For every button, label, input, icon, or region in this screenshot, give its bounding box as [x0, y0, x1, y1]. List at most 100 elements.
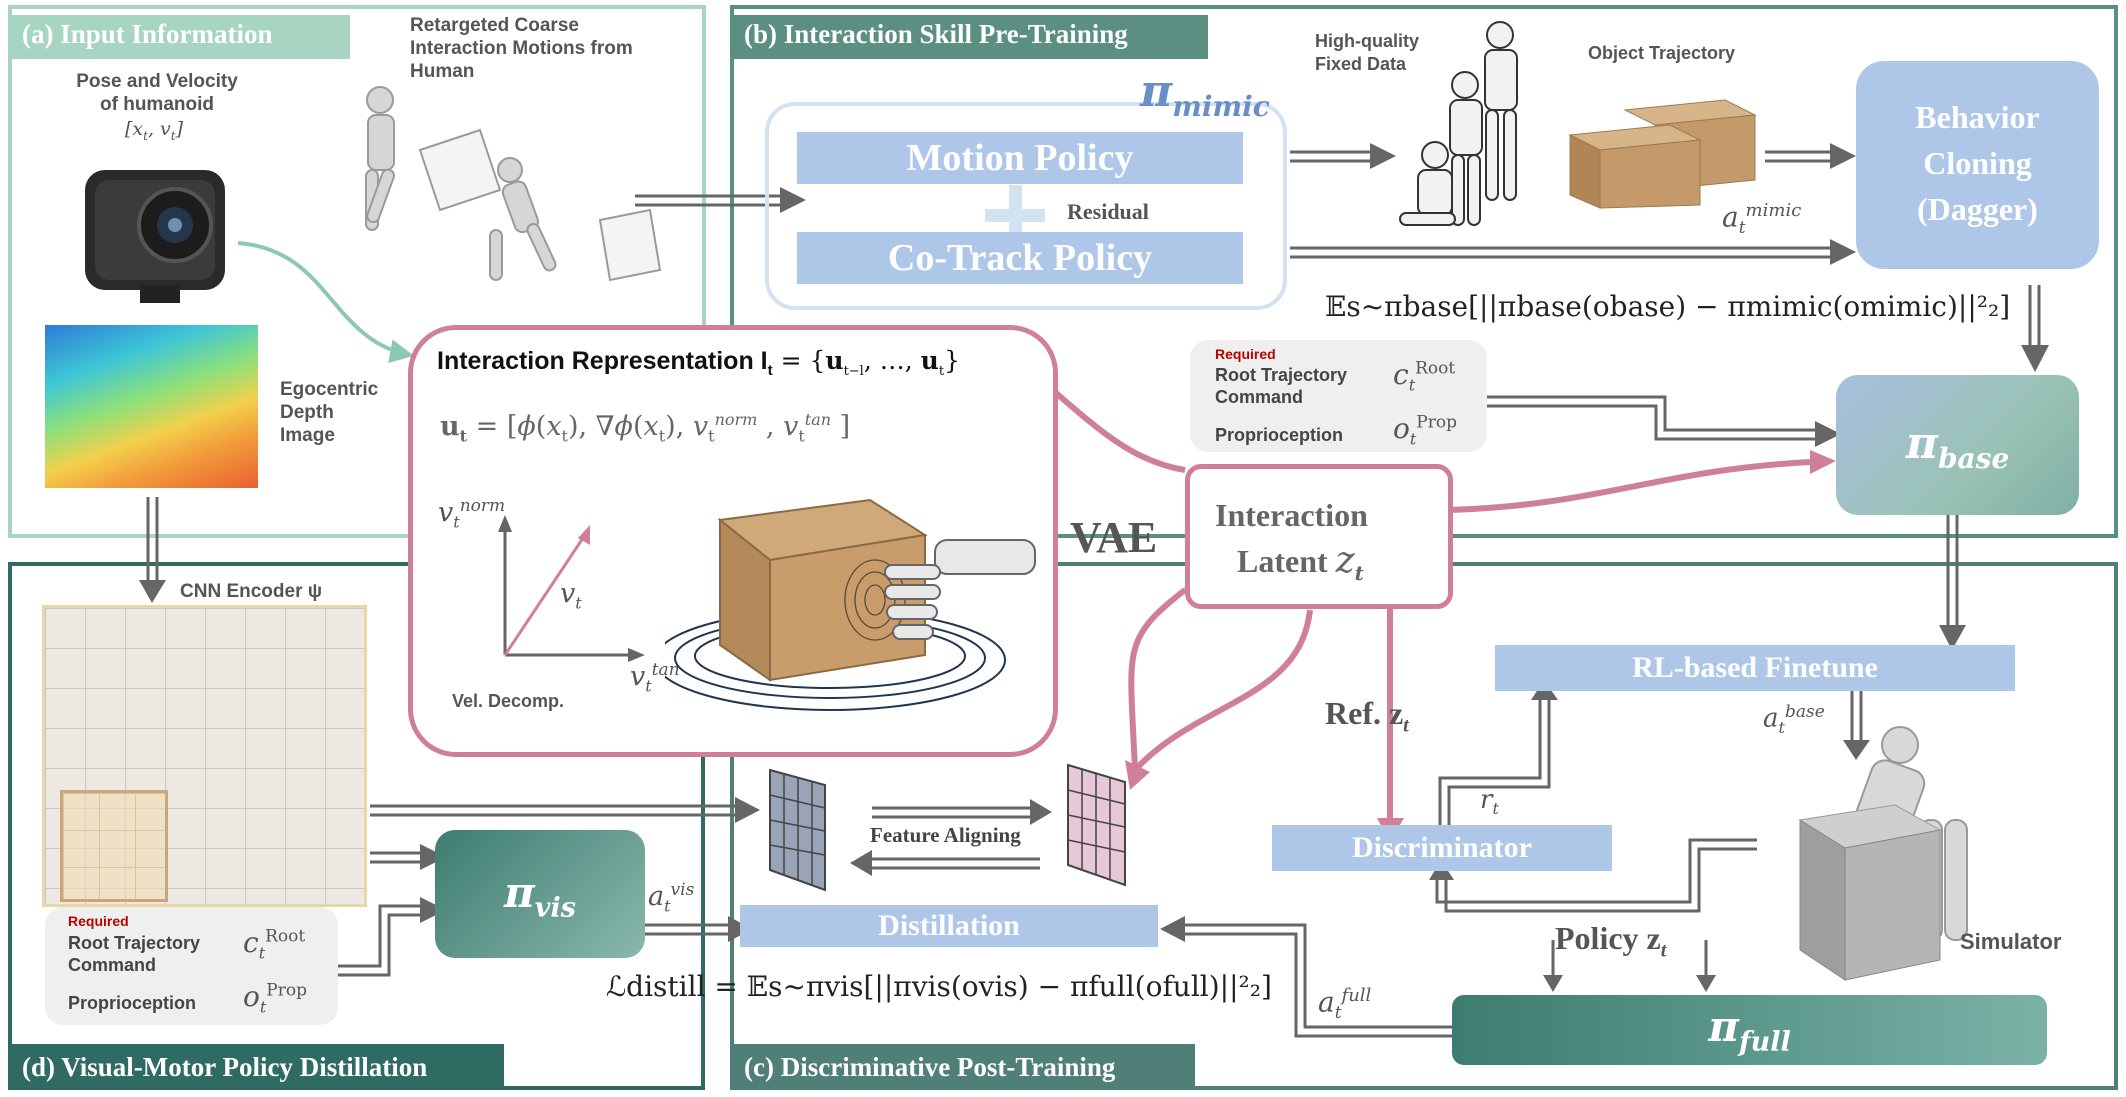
v-norm-symbol: v — [438, 497, 454, 528]
c-root-sup-bottom: Root — [265, 926, 306, 947]
v-norm-label: vtnorm — [438, 496, 506, 532]
object-trajectory-label: Object Trajectory — [1588, 43, 1736, 63]
depth-label-3: Image — [280, 425, 335, 446]
root-traj-2-top: Command — [1215, 387, 1304, 407]
depth-label-2: Depth — [280, 402, 334, 423]
representation-title-text: Interaction Representation I — [437, 347, 768, 375]
a-vis-sup: vis — [670, 880, 695, 900]
cnn-feature-map — [42, 605, 367, 907]
a-vis-symbol: a — [648, 881, 665, 912]
o-prop-sup-top: Prop — [1416, 412, 1457, 433]
hq-label-2: Fixed Data — [1315, 54, 1407, 74]
panel-d-title: (d) Visual-Motor Policy Distillation — [8, 1044, 504, 1090]
o-prop-top: otProp — [1393, 412, 1457, 449]
required-inputs-box-top — [1190, 340, 1487, 452]
panel-a-title: (a) Input Information — [8, 15, 350, 59]
simulator-label: Simulator — [1960, 929, 2062, 954]
pi-base-symbol: π — [1905, 418, 1938, 469]
panel-input-information — [8, 5, 706, 538]
high-quality-data-label: High-quality Fixed Data — [1315, 30, 1419, 76]
bc-loss-equation: 𝔼s~πbase[||πbase(obase) − πmimic(omimic)… — [1325, 290, 2011, 323]
required-inputs-box-bottom — [45, 907, 338, 1025]
root-traj-label-top: Root Trajectory Command — [1215, 364, 1347, 408]
c-root-symbol-top: c — [1393, 358, 1409, 391]
egocentric-depth-image — [45, 325, 258, 488]
o-prop-symbol-bottom: o — [243, 980, 260, 1013]
feature-grid-visual — [769, 768, 826, 892]
pose-math-text: [x — [125, 118, 144, 140]
a-full-sup: full — [1341, 985, 1372, 1006]
a-mimic-label: atmimic — [1722, 200, 1802, 238]
pi-full-symbol: π — [1708, 1002, 1739, 1051]
v-t-symbol: v — [560, 578, 576, 609]
a-base-symbol: a — [1763, 703, 1779, 734]
pi-vis-box — [435, 830, 645, 958]
panel-b-title: (b) Interaction Skill Pre-Training — [730, 15, 1208, 59]
depth-label-1: Egocentric — [280, 379, 379, 400]
depth-image-label: Egocentric Depth Image — [280, 378, 378, 447]
depth-camera-image — [80, 160, 235, 305]
rl-finetune-box: RL-based Finetune — [1495, 645, 2015, 691]
a-mimic-symbol: a — [1722, 200, 1739, 234]
latent-z-symbol: z — [1335, 540, 1355, 581]
a-full-symbol: a — [1318, 985, 1335, 1019]
root-traj-2-bottom: Command — [68, 955, 157, 975]
vel-decomp-label: Vel. Decomp. — [452, 691, 565, 711]
interaction-representation-title: Interaction Representation It = {ut−l, …… — [437, 346, 960, 379]
latent-label-2: Latent — [1237, 543, 1328, 579]
motion-policy-box: Motion Policy — [797, 132, 1243, 184]
cnn-patch-highlight — [60, 790, 168, 902]
distill-loss-equation: ℒdistill = 𝔼s~πvis[||πvis(ovis) − πfull(… — [606, 970, 1272, 1003]
c-root-symbol-bottom: c — [243, 926, 259, 959]
behavior-cloning-box: Behavior Cloning (Dagger) — [1856, 61, 2099, 269]
bc-label-3: (Dagger) — [1917, 191, 2038, 227]
panel-c-title: (c) Discriminative Post-Training — [730, 1044, 1195, 1090]
v-tan-label: vttan — [630, 660, 680, 696]
pi-base-box — [1836, 375, 2079, 515]
v-t-label: vt — [560, 578, 582, 613]
distillation-box: Distillation — [740, 905, 1158, 947]
humanoid-robots-image — [1399, 21, 1518, 226]
simulator-scene — [1798, 726, 1968, 981]
residual-label: Residual — [1067, 199, 1149, 224]
u-definition: ut = [ϕ(xt), ∇ϕ(xt), vtnorm , vttan ] — [440, 410, 851, 446]
ref-z-text: Ref. z — [1325, 695, 1404, 731]
a-vis-label: atvis — [648, 880, 695, 916]
pose-math: [xt, vt] — [125, 118, 184, 143]
residual-plus-icon — [985, 185, 1045, 245]
retargeted-motion-label: Retargeted Coarse Interaction Motions fr… — [410, 14, 633, 83]
camera-to-representation-arrow — [237, 241, 414, 364]
interaction-latent-label: Interaction Latent zt — [1215, 497, 1368, 586]
pi-mimic-label: πmimic — [1140, 66, 1270, 123]
feature-grid-reference — [1067, 763, 1126, 887]
pi-vis-label: πvis — [435, 868, 645, 923]
velocity-decomposition-plot — [498, 515, 645, 662]
pi-mimic-sub: mimic — [1172, 89, 1270, 123]
pi-full-label: πfull — [1452, 1002, 2047, 1057]
pi-mimic-symbol: π — [1140, 66, 1173, 117]
feature-aligning-label: Feature Aligning — [870, 823, 1021, 847]
pose-label-line2: of humanoid — [100, 94, 214, 115]
root-traj-1-top: Root Trajectory — [1215, 365, 1348, 385]
policy-z-text: Policy z — [1555, 920, 1661, 956]
pi-mimic-container — [765, 102, 1287, 310]
v-tan-symbol: v — [630, 661, 646, 692]
c-root-top: ctRoot — [1393, 358, 1456, 395]
pi-full-box — [1452, 995, 2047, 1065]
interaction-latent-box — [1185, 464, 1453, 609]
pi-base-sub: base — [1937, 441, 2010, 475]
a-base-sup: base — [1784, 702, 1825, 722]
object-boxes-image — [1568, 99, 1757, 209]
a-base-label: atbase — [1763, 702, 1825, 737]
a-full-label: atfull — [1318, 985, 1372, 1023]
policy-z-label: Policy zt — [1555, 920, 1667, 962]
latent-label-1: Interaction — [1215, 497, 1368, 533]
a-mimic-sup: mimic — [1745, 200, 1802, 221]
vae-label: VAE — [1070, 513, 1158, 562]
required-label-bottom: Required — [68, 913, 129, 929]
pi-vis-sub: vis — [534, 892, 576, 924]
r-t-symbol: r — [1480, 785, 1493, 815]
r-t-label: rt — [1480, 785, 1499, 819]
cnn-encoder-label: CNN Encoder ψ — [180, 581, 323, 602]
cotrack-policy-box: Co-Track Policy — [797, 232, 1243, 284]
